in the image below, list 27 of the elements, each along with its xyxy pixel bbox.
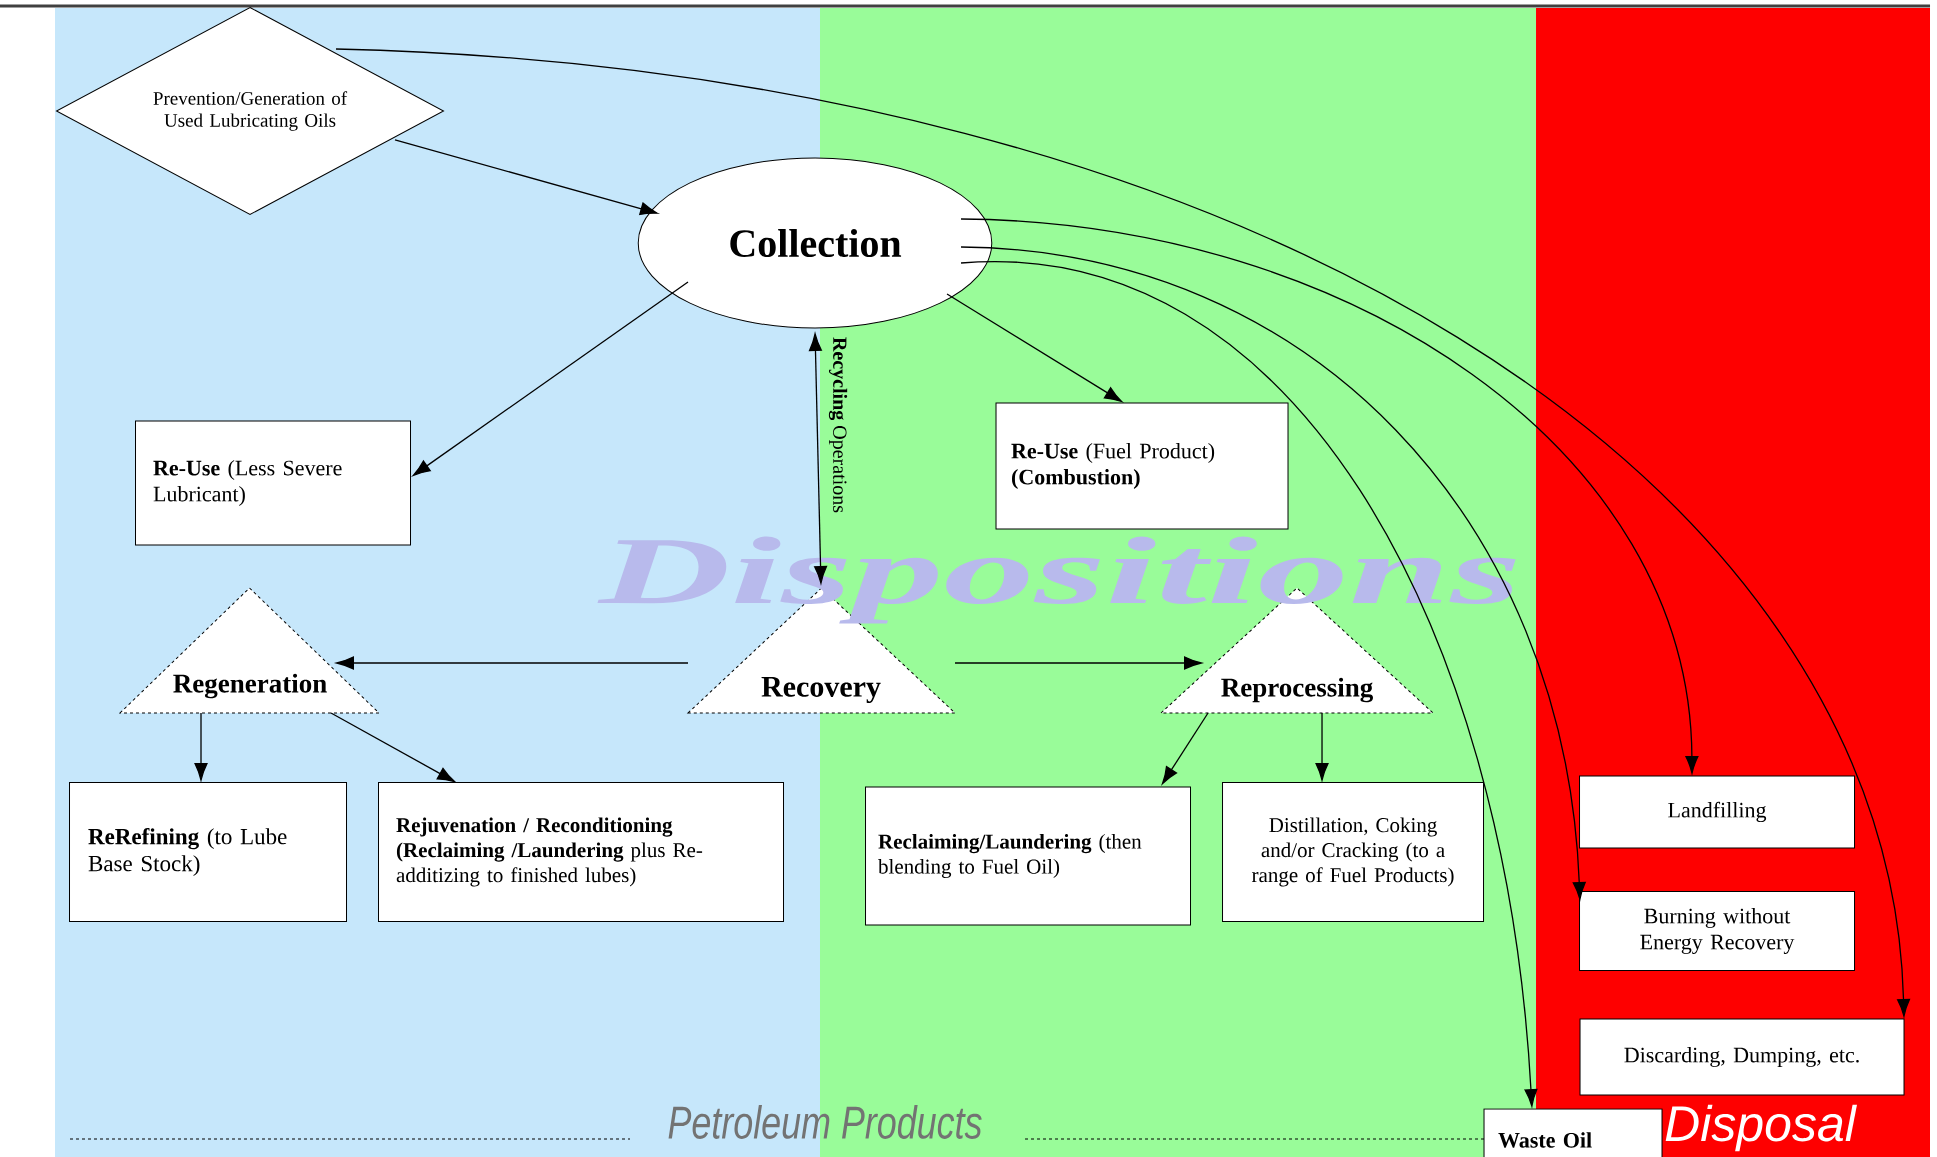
ellipse-node: Collection [637, 157, 993, 329]
curved-arrow [335, 48, 1911, 1017]
triangle-node: Regeneration [119, 587, 380, 714]
arrow [330, 712, 456, 783]
process-box: Landfilling [1579, 775, 1855, 849]
diamond-node: Prevention/Generation of Used Lubricating Oils [56, 7, 444, 215]
process-box: Re-Use (Less Severe Lubricant) [135, 420, 411, 546]
process-box: Discarding, Dumping, etc. [1579, 1018, 1905, 1096]
process-box: Reclaiming/Laundering (then blending to Fuel Oil) [865, 786, 1191, 926]
arrow [1161, 712, 1209, 785]
arrow [394, 139, 658, 216]
process-box: Distillation, Coking and/or Cracking (to a range of Fuel Products) [1222, 782, 1484, 922]
arrow [412, 281, 689, 476]
zone-label: Disposal [1665, 1104, 1857, 1152]
arrow [954, 656, 1202, 670]
edge-label: Recycling Operations [828, 337, 848, 513]
arrow [336, 656, 689, 670]
arrow [1315, 712, 1329, 781]
curved-arrow [960, 262, 1538, 1107]
process-box: Waste Oil [1483, 1108, 1663, 1157]
double-arrow [808, 333, 828, 584]
process-box: Re-Use (Fuel Product) (Combustion) [995, 402, 1289, 530]
process-box: ReRefining (to Lube Base Stock) [69, 782, 347, 922]
arrow [194, 712, 208, 781]
arrow [946, 293, 1123, 403]
process-box: Rejuvenation / Reconditioning (Reclaiming /Laundering plus Re-additizing to finished lubes) [378, 782, 784, 922]
process-box: Burning without Energy Recovery [1579, 891, 1855, 971]
